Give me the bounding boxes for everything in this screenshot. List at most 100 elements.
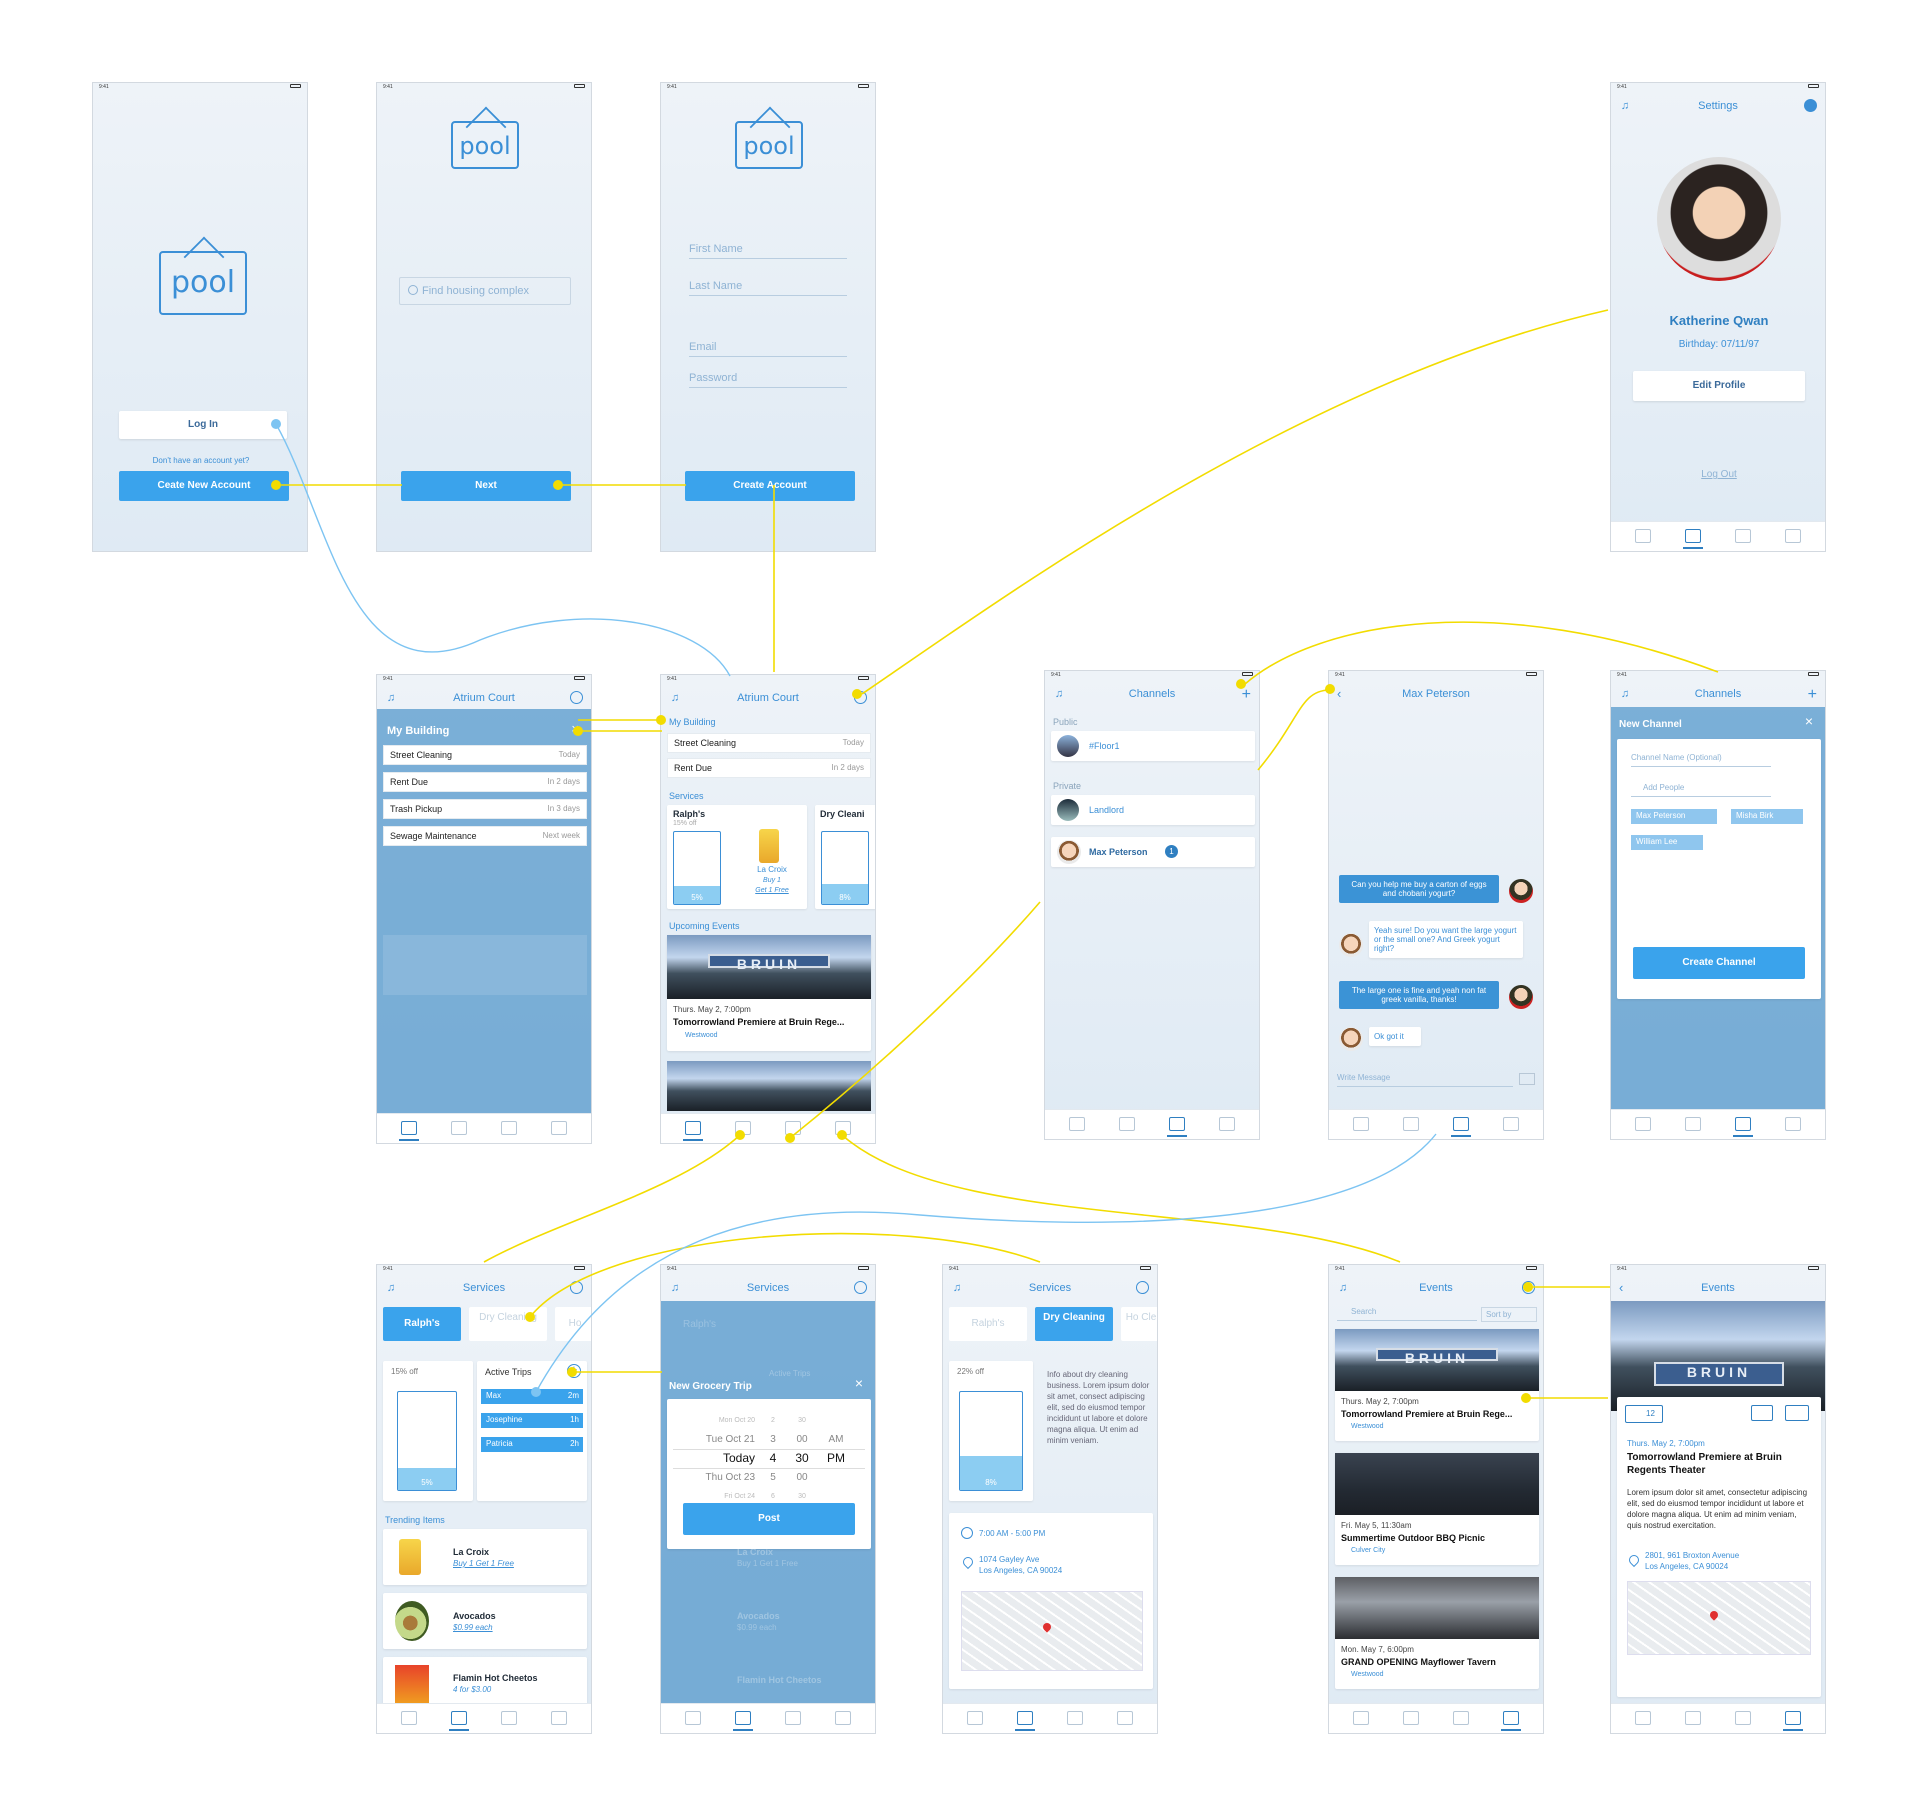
upcoming-events-link[interactable]: Upcoming Events — [669, 921, 740, 931]
chat-tab-icon[interactable] — [501, 1121, 517, 1135]
home-tab-icon[interactable] — [967, 1711, 983, 1725]
next-button[interactable]: Next — [401, 471, 571, 501]
events-tab-icon[interactable] — [1785, 1117, 1801, 1131]
event-card[interactable]: Mon. May 7, 6:00pm GRAND OPENING Mayflow… — [1335, 1577, 1539, 1689]
gear-icon[interactable] — [570, 691, 583, 704]
home-tab-icon[interactable] — [685, 1711, 701, 1725]
close-icon[interactable]: × — [1804, 713, 1813, 729]
gear-icon[interactable] — [1136, 1281, 1149, 1294]
chat-tab-icon[interactable] — [1735, 529, 1751, 543]
home-tab-icon[interactable] — [1635, 1711, 1651, 1725]
bell-icon[interactable]: ♫ — [1620, 100, 1630, 112]
events-search-input[interactable]: Search — [1337, 1307, 1477, 1321]
services-tab-icon[interactable] — [449, 1711, 469, 1731]
bell-icon[interactable]: ♫ — [1338, 1282, 1348, 1294]
home-tab-icon[interactable] — [1635, 1117, 1651, 1131]
bell-icon[interactable]: ♫ — [1054, 688, 1064, 700]
tab-more[interactable]: Ho Cle — [1121, 1307, 1157, 1341]
add-people-input[interactable]: Add People — [1631, 783, 1771, 797]
channel-item[interactable]: Landlord — [1051, 795, 1255, 825]
ticket-icon[interactable] — [1785, 1405, 1809, 1421]
person-chip[interactable]: Misha Birk — [1731, 809, 1803, 824]
service-card-ralphs[interactable]: Ralph's 15% off 5% La Croix Buy 1 Get 1 … — [667, 805, 807, 909]
tab-dry-cleaning[interactable]: Dry Cleaning — [469, 1307, 547, 1341]
events-tab-icon[interactable] — [1117, 1711, 1133, 1725]
edit-profile-button[interactable]: Edit Profile — [1633, 371, 1805, 401]
event-photo[interactable] — [667, 1061, 871, 1111]
channel-item[interactable]: #Floor1 — [1051, 731, 1255, 761]
close-icon[interactable]: × — [854, 1375, 863, 1391]
services-tab-icon[interactable] — [1685, 1711, 1701, 1725]
chat-tab-icon[interactable] — [501, 1711, 517, 1725]
person-chip[interactable]: William Lee — [1631, 835, 1703, 850]
chat-tab-icon[interactable] — [1451, 1117, 1471, 1137]
create-account-button[interactable]: Ceate New Account — [119, 471, 289, 501]
person-chip[interactable]: Max Peterson — [1631, 809, 1717, 824]
post-button[interactable]: Post — [683, 1503, 855, 1535]
gear-icon[interactable] — [854, 1281, 867, 1294]
services-tab-icon[interactable] — [451, 1121, 467, 1135]
like-button[interactable]: 12 — [1625, 1405, 1663, 1423]
plus-icon[interactable]: + — [1807, 686, 1817, 703]
message-input[interactable]: Write Message — [1337, 1073, 1513, 1087]
event-card[interactable]: BRUIN Thurs. May 2, 7:00pm Tomorrowland … — [1335, 1329, 1539, 1441]
gear-icon[interactable] — [570, 1281, 583, 1294]
tab-dry-cleaning[interactable]: Dry Cleaning — [1035, 1307, 1113, 1341]
events-tab-icon[interactable] — [1219, 1117, 1235, 1131]
home-tab-icon[interactable] — [1635, 529, 1651, 543]
chat-icon[interactable] — [1751, 1405, 1773, 1421]
services-tab-icon[interactable] — [1683, 529, 1703, 549]
home-tab-icon[interactable] — [401, 1711, 417, 1725]
chat-tab-icon[interactable] — [1067, 1711, 1083, 1725]
bell-icon[interactable]: ♫ — [670, 1282, 680, 1294]
services-link[interactable]: Services — [669, 791, 704, 801]
bell-icon[interactable]: ♫ — [1620, 688, 1630, 700]
chat-tab-icon[interactable] — [1733, 1117, 1753, 1137]
login-button[interactable]: Log In — [119, 411, 287, 439]
map-view[interactable] — [961, 1591, 1143, 1671]
my-building-link[interactable]: My Building — [669, 717, 716, 727]
event-card[interactable]: BRUIN Thurs. May 2, 7:00pm Tomorrowland … — [667, 935, 871, 1051]
event-card[interactable]: Fri. May 5, 11:30am Summertime Outdoor B… — [1335, 1453, 1539, 1565]
back-icon[interactable]: ‹ — [1337, 686, 1342, 701]
bell-icon[interactable]: ♫ — [670, 692, 680, 704]
trending-item[interactable]: Avocados$0.99 each — [383, 1593, 587, 1649]
services-tab-icon[interactable] — [1685, 1117, 1701, 1131]
password-field[interactable]: Password — [689, 372, 847, 388]
logout-link[interactable]: Log Out — [1701, 469, 1737, 480]
events-tab-icon[interactable] — [1783, 1711, 1803, 1731]
events-tab-icon[interactable] — [1503, 1117, 1519, 1131]
services-tab-icon[interactable] — [1015, 1711, 1035, 1731]
chat-tab-icon[interactable] — [1167, 1117, 1187, 1137]
tab-more[interactable]: Ho — [555, 1307, 591, 1341]
create-account-submit[interactable]: Create Account — [685, 471, 855, 501]
services-tab-icon[interactable] — [1403, 1711, 1419, 1725]
image-icon[interactable] — [1519, 1073, 1535, 1085]
channel-name-input[interactable]: Channel Name (Optional) — [1631, 753, 1771, 767]
create-channel-button[interactable]: Create Channel — [1633, 947, 1805, 979]
tab-ralphs[interactable]: Ralph's — [949, 1307, 1027, 1341]
home-tab-icon[interactable] — [399, 1121, 419, 1141]
sort-dropdown[interactable]: Sort by — [1481, 1307, 1537, 1322]
discount-card[interactable]: 22% off 8% — [949, 1361, 1033, 1501]
service-card-dry[interactable]: Dry Cleani 8% — [815, 805, 875, 909]
services-tab-icon[interactable] — [1119, 1117, 1135, 1131]
bell-icon[interactable]: ♫ — [386, 692, 396, 704]
events-tab-icon[interactable] — [1785, 529, 1801, 543]
bell-icon[interactable]: ♫ — [952, 1282, 962, 1294]
events-tab-icon[interactable] — [1501, 1711, 1521, 1731]
